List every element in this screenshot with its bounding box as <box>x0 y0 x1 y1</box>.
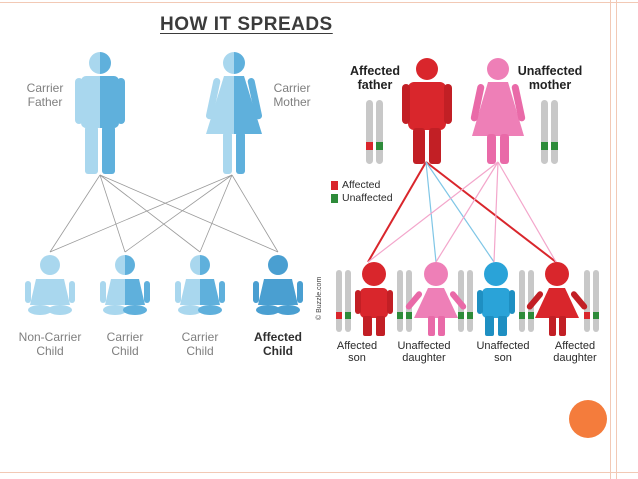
legend-affected-label: Affected <box>342 179 381 191</box>
non-carrier-child-figure <box>25 255 75 315</box>
legend-unaffected-label: Unaffected <box>342 192 393 204</box>
carrier-father-label-line1: Carrier <box>26 81 64 95</box>
unaffected-mother-label-line1: Unaffected <box>517 64 583 78</box>
affected-son-label-line2: son <box>348 352 366 365</box>
carrier-child-label-2-line2: Child <box>186 343 214 358</box>
affected-son-label-line1: Affected <box>336 340 378 352</box>
unaffected-mother-label: Unaffected mother <box>510 64 590 93</box>
carrier-child-label-1: Carrier Child <box>95 330 155 359</box>
affected-father-label-line2: father <box>357 78 393 93</box>
frame-line-bottom <box>0 472 638 473</box>
carrier-child-label-1-line1: Carrier <box>106 330 144 344</box>
slide-accent-circle <box>569 400 607 438</box>
carrier-mother-label-line2: Mother <box>273 94 311 109</box>
non-carrier-child-label-line2: Child <box>36 343 64 358</box>
unaffected-daughter-label-line1: Unaffected <box>397 340 451 352</box>
frame-line-right <box>610 0 611 479</box>
unaffected-daughter-label: Unaffected daughter <box>392 340 456 364</box>
affected-son-figure <box>355 262 393 336</box>
affected-child-label-line2: Child <box>263 343 293 358</box>
affected-daughter-label-line1: Affected <box>554 340 596 352</box>
carrier-mother-label: Carrier Mother <box>266 81 318 110</box>
carrier-child-figure-2 <box>175 255 225 315</box>
unaffected-daughter-label-line2: daughter <box>402 352 446 365</box>
non-carrier-child-label: Non-Carrier Child <box>14 330 86 359</box>
affected-father-label: Affected father <box>340 64 410 93</box>
carrier-child-label-1-line2: Child <box>111 343 139 358</box>
carrier-child-figure-1 <box>100 255 150 315</box>
affected-son-label: Affected son <box>332 340 382 364</box>
image-credit: © Buzzle.com <box>316 276 323 320</box>
unaffected-son-figure <box>477 262 515 336</box>
right-connector-lines <box>367 161 557 263</box>
children-chromosomes <box>336 270 599 332</box>
affected-daughter-label: Affected daughter <box>545 340 605 364</box>
unaffected-son-label-line1: Unaffected <box>476 340 530 352</box>
non-carrier-child-label-line1: Non-Carrier <box>18 330 82 344</box>
affected-father-label-line1: Affected <box>349 64 400 78</box>
unaffected-mother-figure <box>470 58 526 164</box>
unaffected-daughter-figure <box>405 262 467 336</box>
affected-child-figure <box>253 255 303 315</box>
legend-unaffected-swatch <box>331 193 338 203</box>
carrier-child-label-2-line1: Carrier <box>181 330 219 344</box>
slide-title: How it spreads <box>160 14 333 35</box>
carrier-father-label: Carrier Father <box>20 81 70 110</box>
father-chromosomes <box>366 100 383 164</box>
legend-affected-swatch <box>331 180 338 190</box>
carrier-mother-label-line1: Carrier <box>273 81 311 95</box>
frame-line-top <box>0 2 638 3</box>
affected-daughter-label-line2: daughter <box>553 352 597 365</box>
mother-chromosomes <box>541 100 558 164</box>
legend-affected: Affected <box>331 179 380 191</box>
left-connector-lines <box>49 174 279 253</box>
unaffected-mother-label-line2: mother <box>528 78 572 93</box>
affected-father-figure <box>402 58 452 164</box>
affected-child-label-line1: Affected <box>253 330 302 344</box>
unaffected-son-label: Unaffected son <box>471 340 535 364</box>
carrier-father-figure <box>75 52 125 174</box>
affected-daughter-figure <box>526 262 588 336</box>
affected-child-label: Affected Child <box>246 330 310 359</box>
legend-unaffected: Unaffected <box>331 192 393 204</box>
carrier-mother-figure <box>205 52 263 174</box>
frame-line-right-outer <box>616 0 617 479</box>
carrier-father-label-line2: Father <box>27 94 63 109</box>
unaffected-son-label-line2: son <box>494 352 512 365</box>
carrier-child-label-2: Carrier Child <box>170 330 230 359</box>
